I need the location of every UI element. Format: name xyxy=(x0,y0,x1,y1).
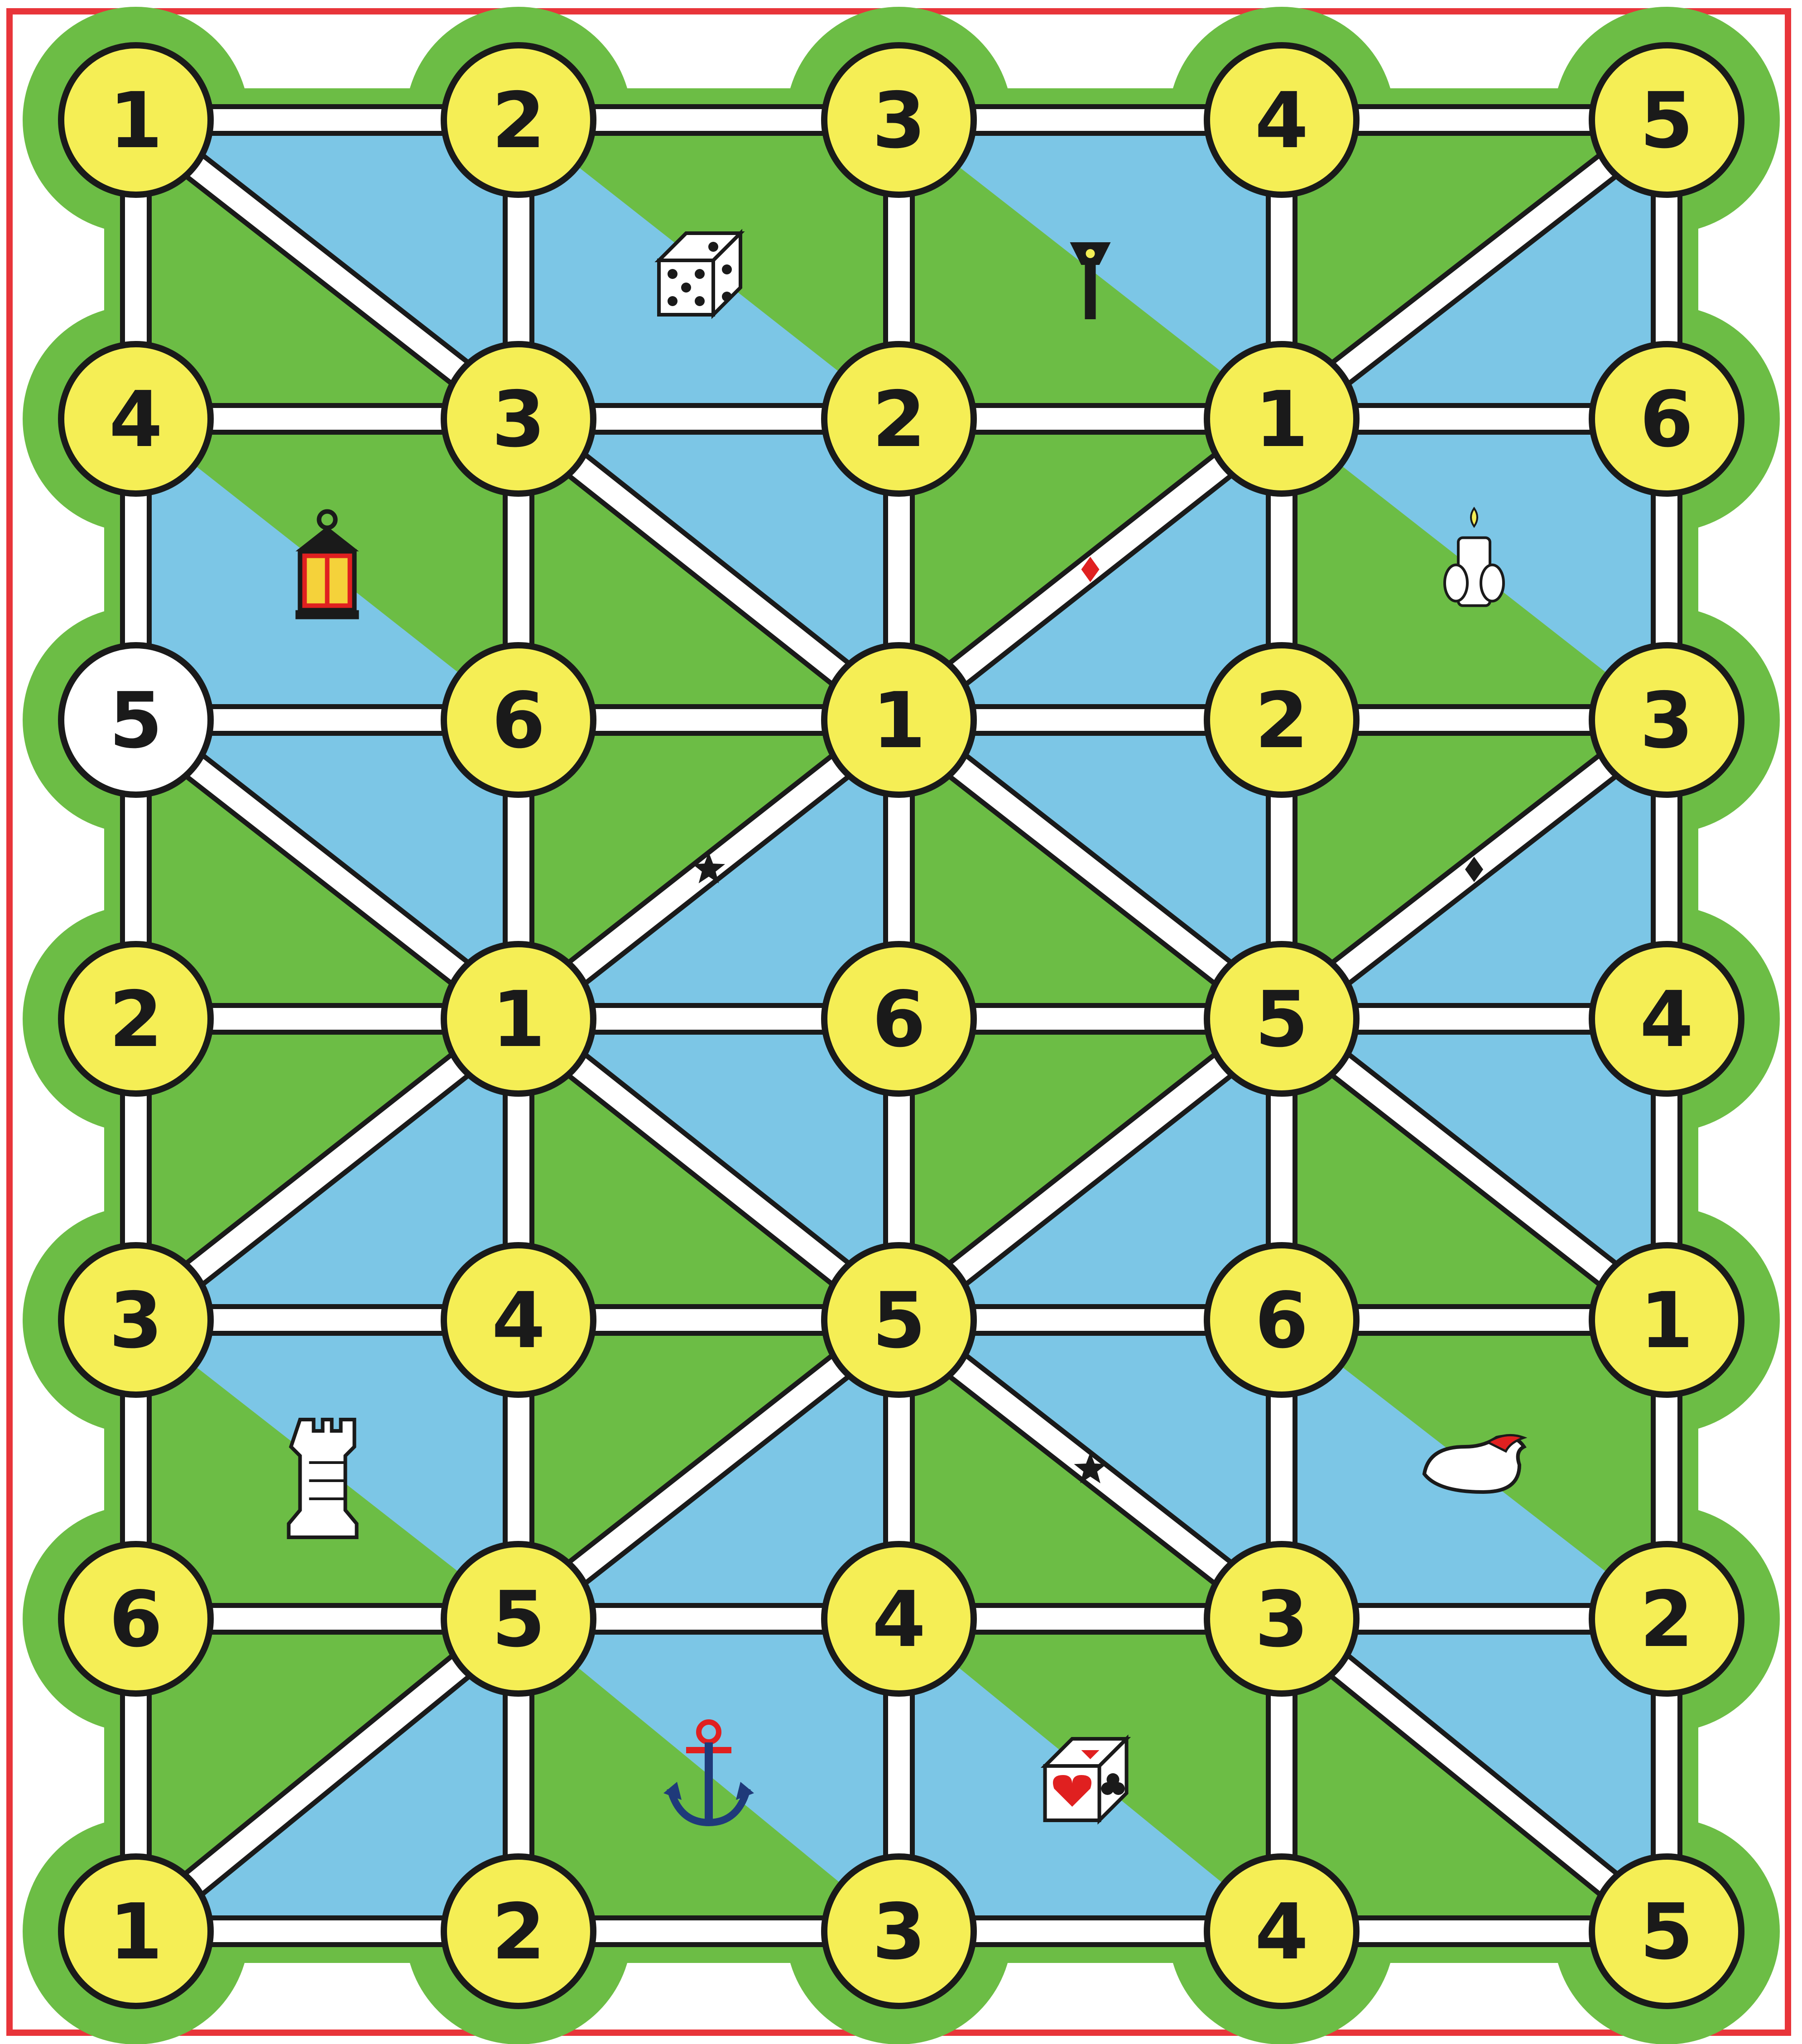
lantern-base xyxy=(296,610,359,619)
node-number: 2 xyxy=(872,375,926,465)
node-number: 3 xyxy=(1640,676,1693,766)
start-node[interactable]: 5 xyxy=(61,645,211,795)
node-number: 6 xyxy=(872,975,926,1065)
dice-pip xyxy=(722,292,732,302)
node-number: 6 xyxy=(109,1575,163,1665)
board-node[interactable]: 3 xyxy=(1207,1544,1356,1694)
node-number: 5 xyxy=(1640,1887,1693,1977)
node-number: 2 xyxy=(1255,676,1308,766)
node-number: 4 xyxy=(492,1276,545,1366)
board-node[interactable]: 4 xyxy=(444,1245,593,1395)
board-node[interactable]: 5 xyxy=(824,1245,974,1395)
node-number: 4 xyxy=(872,1575,926,1665)
node-number: 1 xyxy=(109,1887,163,1977)
node-number: 6 xyxy=(1255,1276,1308,1366)
candle-drip xyxy=(1481,565,1504,601)
rook-body xyxy=(289,1420,357,1537)
board-node[interactable]: 4 xyxy=(1207,45,1356,195)
node-number: 3 xyxy=(492,375,545,465)
node-number: 4 xyxy=(1255,76,1308,166)
lamp-light xyxy=(1086,249,1095,258)
node-number: 6 xyxy=(492,676,545,766)
node-number: 1 xyxy=(1255,375,1308,465)
board-node[interactable]: 6 xyxy=(824,944,974,1094)
node-number: 1 xyxy=(109,76,163,166)
dice-pip xyxy=(668,296,678,306)
board-node[interactable]: 6 xyxy=(444,645,593,795)
node-number: 6 xyxy=(1640,375,1693,465)
node-number: 2 xyxy=(109,975,163,1065)
board-node[interactable]: 5 xyxy=(1207,944,1356,1094)
board-node[interactable]: 2 xyxy=(1592,1544,1741,1694)
board-node[interactable]: 1 xyxy=(444,944,593,1094)
node-number: 1 xyxy=(1640,1276,1693,1366)
node-number: 4 xyxy=(1640,975,1693,1065)
board-node[interactable]: 4 xyxy=(61,344,211,494)
board-node[interactable]: 2 xyxy=(444,1857,593,2006)
node-number: 3 xyxy=(872,76,926,166)
node-number: 3 xyxy=(1255,1575,1308,1665)
board-node[interactable]: 3 xyxy=(824,1857,974,2006)
node-number: 5 xyxy=(492,1575,545,1665)
dice-pip xyxy=(708,242,718,252)
board-node[interactable]: 5 xyxy=(1592,45,1741,195)
board-node[interactable]: 1 xyxy=(61,45,211,195)
board-node[interactable]: 4 xyxy=(1592,944,1741,1094)
board-node[interactable]: 1 xyxy=(824,645,974,795)
node-number: 5 xyxy=(872,1276,926,1366)
board-node[interactable]: 3 xyxy=(1592,645,1741,795)
dice-pip xyxy=(668,269,678,279)
board-node[interactable]: 1 xyxy=(1592,1245,1741,1395)
board-node[interactable]: 4 xyxy=(824,1544,974,1694)
node-number: 5 xyxy=(109,676,163,766)
board-node[interactable]: 3 xyxy=(824,45,974,195)
dice-pip xyxy=(695,296,705,306)
candle-drip xyxy=(1445,565,1467,601)
board-node[interactable]: 3 xyxy=(61,1245,211,1395)
board-node[interactable]: 1 xyxy=(61,1857,211,2006)
board-node[interactable]: 2 xyxy=(1207,645,1356,795)
board-node[interactable]: 6 xyxy=(1207,1245,1356,1395)
board-node[interactable]: 2 xyxy=(444,45,593,195)
board-node[interactable]: 5 xyxy=(1592,1857,1741,2006)
node-number: 1 xyxy=(872,676,926,766)
board-node[interactable]: 2 xyxy=(61,944,211,1094)
node-number: 5 xyxy=(1640,76,1693,166)
node-number: 4 xyxy=(109,375,163,465)
club-icon xyxy=(1101,1782,1114,1795)
board-node[interactable]: 5 xyxy=(444,1544,593,1694)
lantern-glass xyxy=(330,558,348,604)
dice-pip xyxy=(695,269,705,279)
node-number: 4 xyxy=(1255,1887,1308,1977)
board-node[interactable]: 2 xyxy=(824,344,974,494)
candle-flame xyxy=(1471,509,1477,527)
node-number: 5 xyxy=(1255,975,1308,1065)
node-number: 2 xyxy=(1640,1575,1693,1665)
dice-pip xyxy=(722,264,732,274)
board-node[interactable]: 6 xyxy=(61,1544,211,1694)
dice-pip xyxy=(681,283,691,293)
node-number: 2 xyxy=(492,76,545,166)
lantern-glass xyxy=(307,558,325,604)
board-node[interactable]: 1 xyxy=(1207,344,1356,494)
node-number: 3 xyxy=(109,1276,163,1366)
rook-icon xyxy=(289,1420,357,1537)
board-node[interactable]: 4 xyxy=(1207,1857,1356,2006)
node-number: 3 xyxy=(872,1887,926,1977)
board-node[interactable]: 6 xyxy=(1592,344,1741,494)
node-number: 2 xyxy=(492,1887,545,1977)
lamp-post xyxy=(1085,265,1096,319)
board-node[interactable]: 3 xyxy=(444,344,593,494)
club-icon xyxy=(1112,1782,1125,1795)
node-number: 1 xyxy=(492,975,545,1065)
